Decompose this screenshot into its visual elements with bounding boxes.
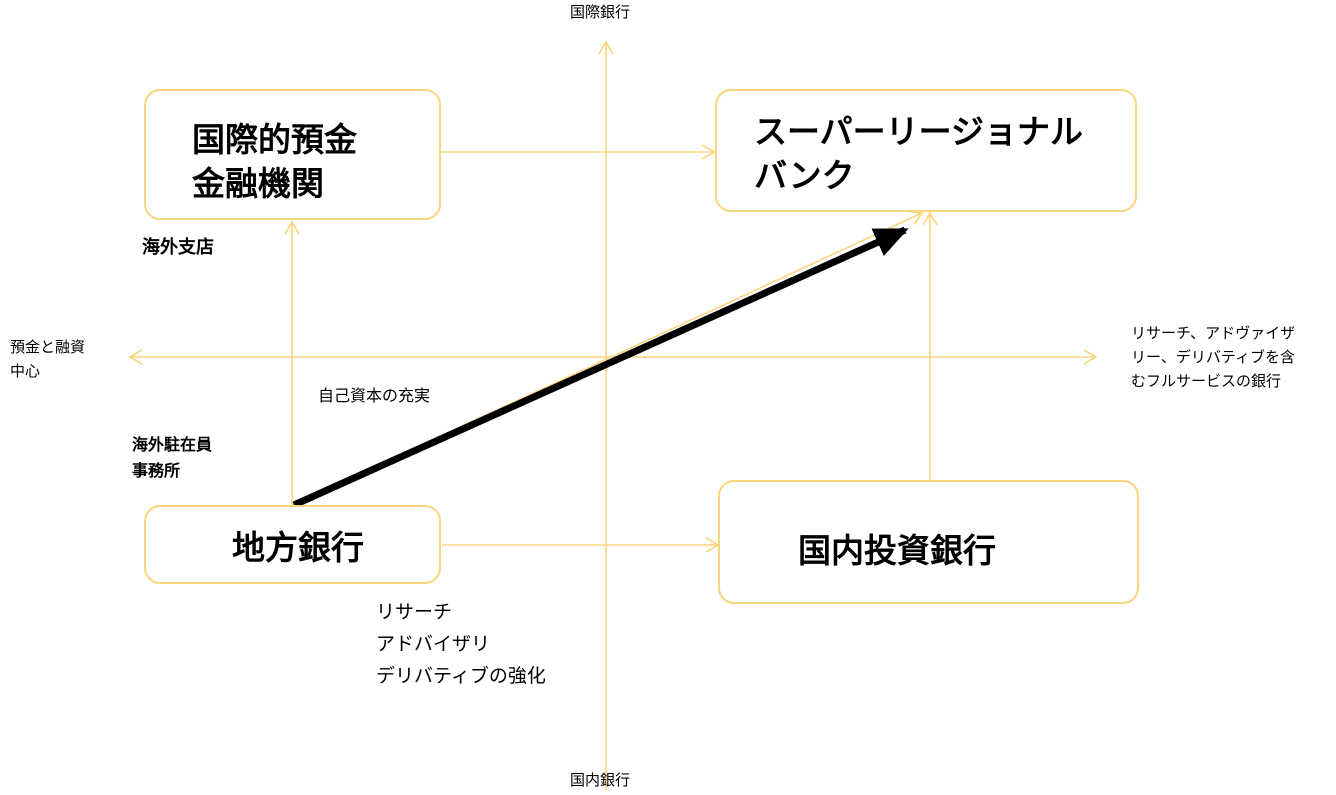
note-overseas-branch: 海外支店 <box>142 237 214 258</box>
axis-label-top: 国際銀行 <box>570 3 631 21</box>
box-super-regional <box>715 89 1137 212</box>
note-strengthen-line2: アドバイザリ <box>376 633 491 655</box>
note-overseas-rep-line1: 海外駐在員 <box>132 435 213 454</box>
box-domestic-investment-title: 国内投資銀行 <box>798 531 996 570</box>
box-super-regional-line2: バンク <box>754 156 855 195</box>
note-strengthen: リサーチ アドバイザリ デリバティブの強化 <box>376 596 546 692</box>
axis-label-right-line1: リサーチ、アドヴァイザ <box>1131 324 1296 342</box>
box-super-regional-title: スーパーリージョナル バンク <box>754 110 1083 198</box>
note-overseas-rep-line2: 事務所 <box>132 461 181 480</box>
note-strengthen-line1: リサーチ <box>376 601 453 623</box>
axis-label-right: リサーチ、アドヴァイザ リー、デリバティブを含 むフルサービスの銀行 <box>1131 321 1295 393</box>
note-strengthen-line3: デリバティブの強化 <box>376 665 546 687</box>
box-super-regional-line1: スーパーリージョナル <box>754 112 1084 151</box>
note-capital: 自己資本の充実 <box>318 386 431 405</box>
arrow-regional-to-super-bold <box>292 226 909 509</box>
box-intl-deposit-title: 国際的預金 金融機関 <box>192 118 357 206</box>
box-intl-deposit-line2: 金融機関 <box>192 164 324 203</box>
box-intl-deposit <box>144 89 441 220</box>
box-regional <box>144 505 441 584</box>
axis-label-left-line2: 中心 <box>10 362 41 380</box>
box-intl-deposit-line1: 国際的預金 <box>192 120 357 159</box>
axis-label-bottom: 国内銀行 <box>570 771 631 789</box>
note-overseas-rep: 海外駐在員 事務所 <box>132 432 212 484</box>
axis-label-left-line1: 預金と融資 <box>10 338 86 356</box>
box-domestic-investment <box>718 480 1139 604</box>
axis-label-right-line2: リー、デリバティブを含 <box>1131 348 1295 366</box>
box-regional-title: 地方銀行 <box>232 528 364 567</box>
axis-label-right-line3: むフルサービスの銀行 <box>1131 372 1282 390</box>
axis-label-left: 預金と融資 中心 <box>10 335 85 383</box>
